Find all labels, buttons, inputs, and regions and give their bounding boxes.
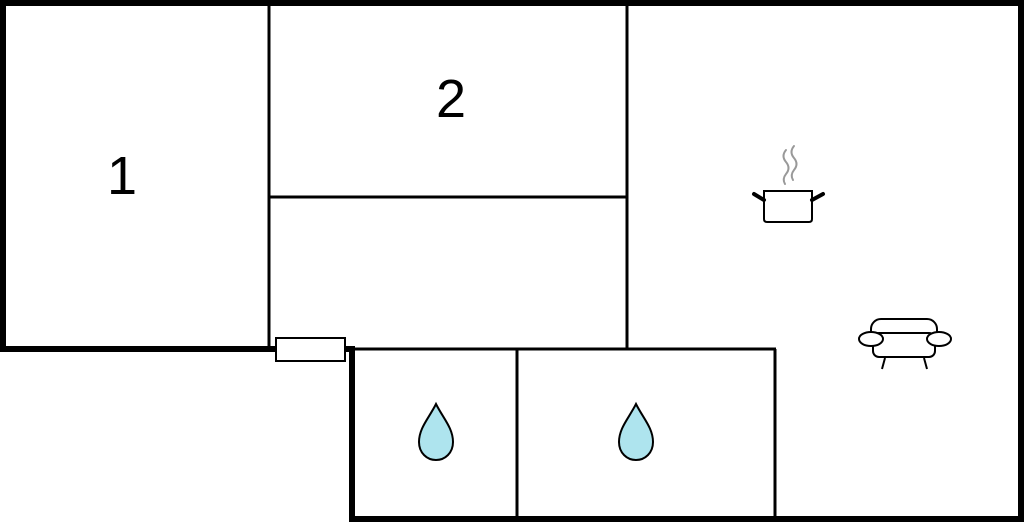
room-label-2: 2 bbox=[436, 69, 466, 129]
interior-walls bbox=[267, 3, 777, 519]
cooking-pot-icon bbox=[752, 145, 825, 223]
radiator-icon bbox=[275, 337, 346, 362]
room-label-1: 1 bbox=[107, 146, 137, 206]
water-drop-icon bbox=[417, 401, 455, 462]
water-drop-icon bbox=[617, 401, 655, 462]
sofa-icon bbox=[858, 318, 952, 370]
